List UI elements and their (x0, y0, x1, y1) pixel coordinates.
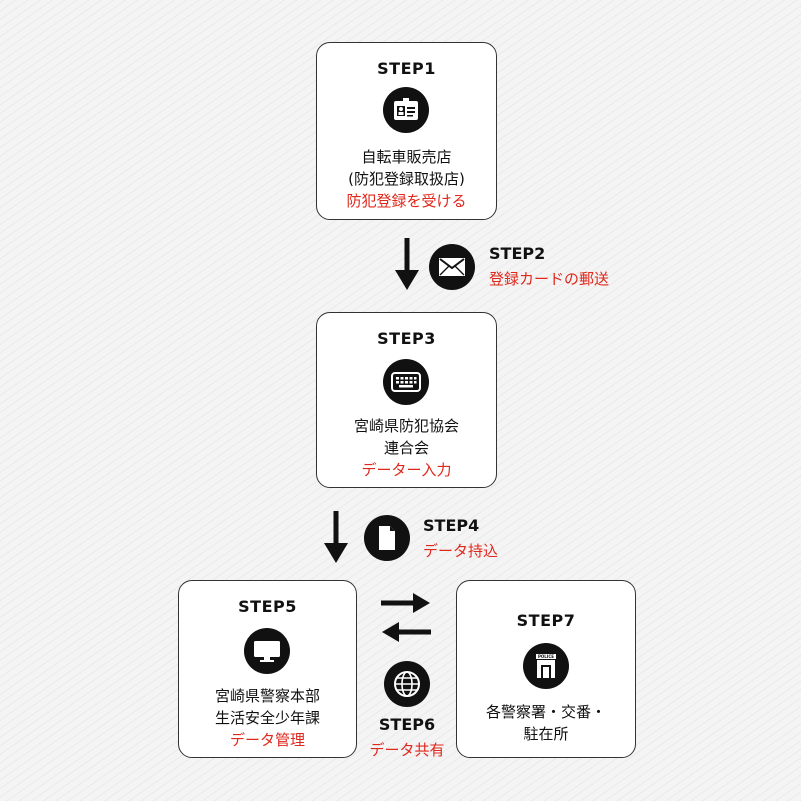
step5-box: STEP5 宮崎県警察本部 生活安全少年課 データ管理 (178, 580, 357, 758)
step7-line1: 各警察署・交番・ (485, 703, 606, 721)
globe-icon (384, 661, 430, 707)
step7-line2: 駐在所 (523, 725, 569, 743)
step3-line1: 宮崎県防犯協会 (353, 417, 459, 435)
step6-title: STEP6 (378, 715, 436, 734)
arrow-left-icon (382, 622, 431, 642)
step2-action: 登録カードの郵送 (489, 270, 610, 288)
step3-action: データー入力 (361, 461, 452, 479)
police-box-icon: POLICE (523, 643, 569, 689)
step7-title: STEP7 (516, 611, 576, 630)
step4-action: データ持込 (423, 542, 499, 560)
step3-box: STEP3 宮崎県防犯協会 連合会 データー入力 (316, 312, 497, 488)
step3-line2: 連合会 (383, 439, 429, 457)
step7-box: STEP7 POLICE 各警察署・交番・ 駐在所 (456, 580, 636, 758)
document-icon (364, 515, 410, 561)
step4-title: STEP4 (423, 516, 480, 535)
step6-action: データ共有 (369, 741, 445, 759)
step1-title: STEP1 (377, 59, 436, 78)
arrow-right-icon (381, 593, 430, 613)
step5-line2: 生活安全少年課 (214, 709, 320, 727)
step1-line1: 自転車販売店 (361, 148, 452, 166)
step5-title: STEP5 (238, 597, 297, 616)
police-badge: POLICE (538, 654, 554, 659)
id-card-icon (383, 87, 429, 133)
step1-action: 防犯登録を受ける (346, 192, 467, 210)
step5-line1: 宮崎県警察本部 (214, 687, 320, 705)
monitor-icon (244, 628, 290, 674)
envelope-icon (429, 244, 475, 290)
step2-title: STEP2 (489, 244, 546, 263)
step1-line2: (防犯登録取扱店) (348, 170, 465, 188)
step3-title: STEP3 (377, 329, 436, 348)
step1-box: STEP1 自転車販売店 (防犯登録取扱店) 防犯登録を受ける (316, 42, 497, 220)
arrow-down-icon (324, 511, 348, 563)
keyboard-icon (383, 359, 429, 405)
step5-action: データ管理 (229, 731, 305, 749)
arrow-down-icon (395, 238, 419, 290)
